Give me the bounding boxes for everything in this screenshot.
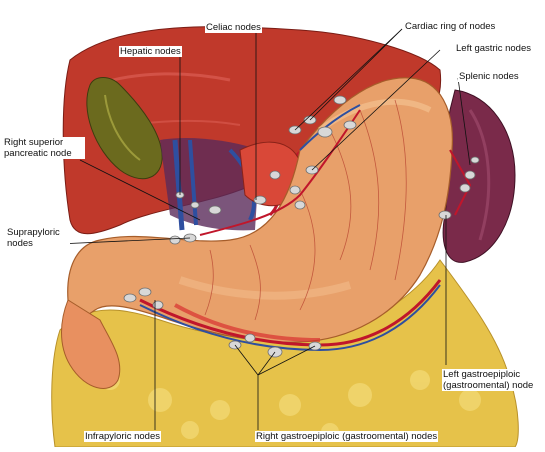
label-celiac-nodes: Celiac nodes bbox=[205, 22, 262, 33]
label-right-superior-pancreatic-node: Right superior pancreatic node bbox=[3, 137, 85, 159]
label-right-gastroepiploic-nodes: Right gastroepiploic (gastroomental) nod… bbox=[255, 431, 439, 442]
label-infrapyloric-nodes: Infrapyloric nodes bbox=[84, 431, 161, 442]
label-splenic-nodes: Splenic nodes bbox=[458, 71, 520, 82]
duodenum bbox=[61, 299, 121, 389]
label-suprapyloric-nodes: Suprapyloric nodes bbox=[6, 227, 70, 249]
label-hepatic-nodes: Hepatic nodes bbox=[119, 46, 182, 57]
label-left-gastric-nodes: Left gastric nodes bbox=[455, 43, 532, 54]
label-cardiac-ring-of-nodes: Cardiac ring of nodes bbox=[404, 21, 497, 32]
label-left-gastroepiploic-node: Left gastroepiploic (gastroomental) node bbox=[442, 369, 539, 391]
